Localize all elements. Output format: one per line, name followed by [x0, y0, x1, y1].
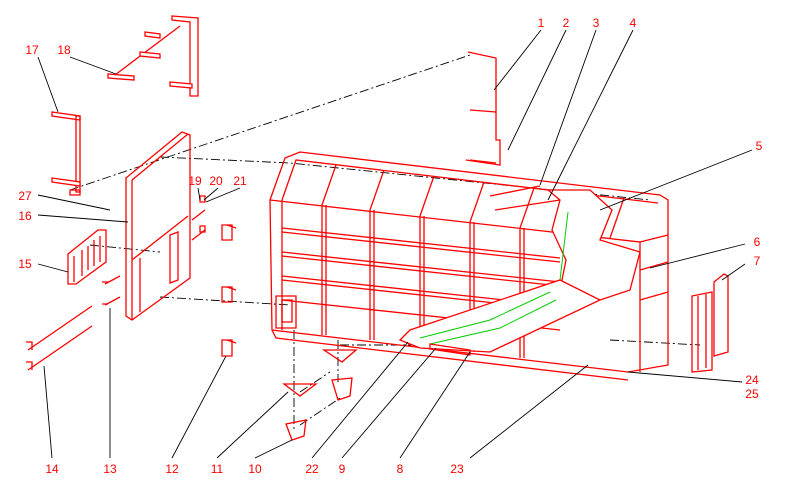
callout-25: 25 [745, 387, 759, 401]
callout-1: 1 [538, 16, 545, 30]
callout-21: 21 [233, 174, 247, 188]
callout-24: 24 [745, 373, 759, 387]
callout-19: 19 [188, 174, 202, 188]
callout-8: 8 [397, 462, 404, 476]
callout-6: 6 [754, 235, 761, 249]
callout-17: 17 [25, 43, 39, 57]
callout-11: 11 [211, 462, 224, 476]
callout-18: 18 [57, 43, 71, 57]
callout-labels: 1 2 3 4 5 6 7 8 9 10 11 12 13 14 15 16 1… [18, 16, 762, 476]
small-parts [26, 195, 237, 371]
callout-5: 5 [756, 139, 763, 153]
callout-2: 2 [563, 16, 570, 30]
part-17-side-bracket [51, 111, 81, 196]
callout-23: 23 [450, 462, 464, 476]
callout-15: 15 [18, 257, 32, 271]
callout-14: 14 [45, 462, 59, 476]
container-body [269, 51, 669, 381]
callout-10: 10 [248, 462, 262, 476]
leader-lines [37, 29, 753, 459]
callout-12: 12 [165, 462, 179, 476]
part-15-grille [67, 229, 107, 285]
part-7-door-bar [691, 273, 729, 373]
twist-locks [282, 349, 358, 441]
part-16-door-panel [125, 131, 191, 321]
callout-20: 20 [209, 174, 223, 188]
callout-9: 9 [339, 462, 346, 476]
callout-27: 27 [18, 189, 32, 203]
part-18-top-bracket [107, 15, 199, 97]
callout-3: 3 [593, 16, 600, 30]
callout-22: 22 [305, 462, 319, 476]
callout-4: 4 [630, 16, 637, 30]
callout-13: 13 [103, 462, 117, 476]
callout-16: 16 [18, 209, 32, 223]
callout-7: 7 [754, 254, 761, 268]
